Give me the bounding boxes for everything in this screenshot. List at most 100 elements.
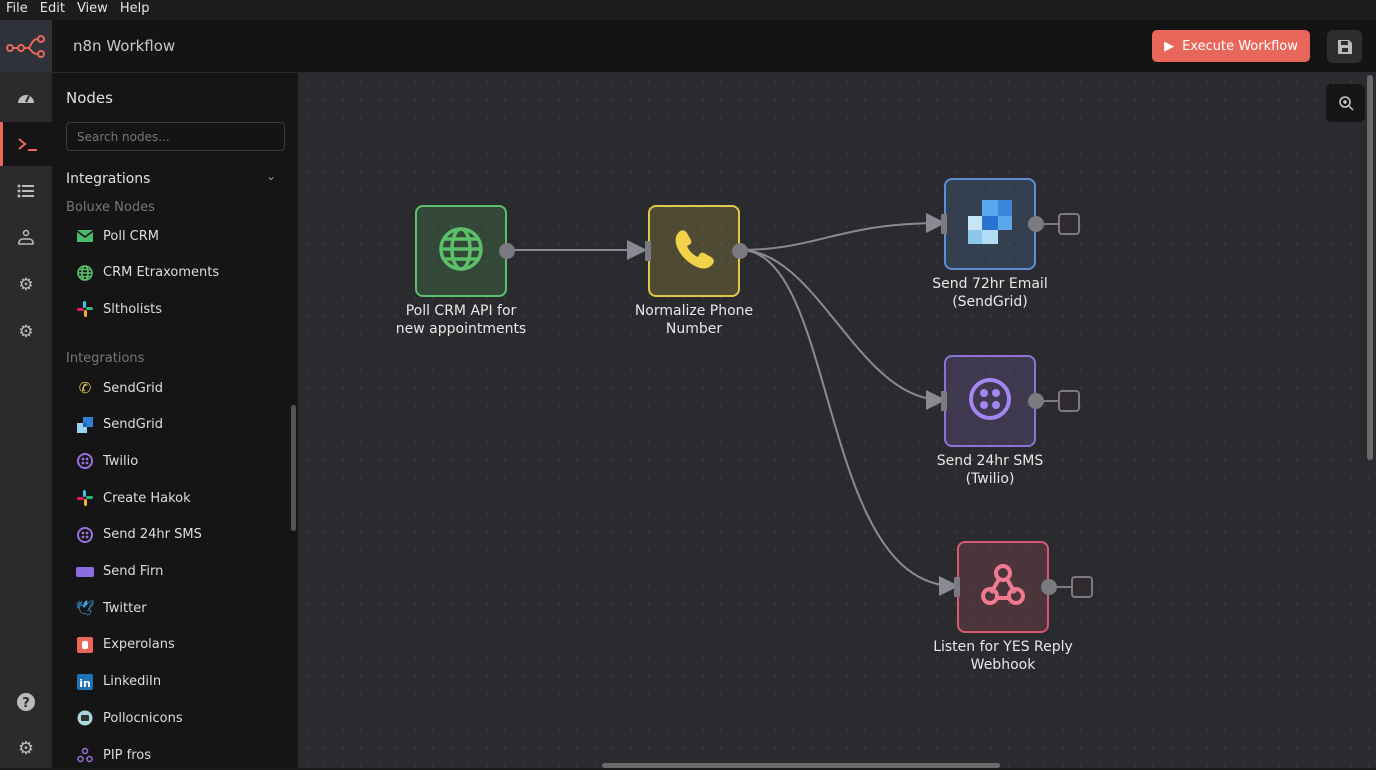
linkedin-icon: in [76,673,94,691]
node-list-label: Twitter [103,600,147,616]
menu-bar: File Edit View Help [0,0,1376,20]
node-list-label: Pollocnicons [103,710,183,726]
input-handle[interactable] [954,577,960,597]
node-list-label: CRM Etraxoments [103,265,220,280]
subsection-label: Integrations [66,351,145,366]
node-list-item[interactable]: Poll CRM [76,222,276,250]
node-label: Send 24hr SMS(Twilio) [936,453,1044,487]
sendgrid-icon [966,198,1014,250]
list-icon[interactable] [0,169,52,213]
menu-file[interactable]: File [6,1,28,16]
twilio-icon [76,452,94,470]
email-icon [76,227,94,245]
node-box[interactable] [415,205,507,297]
node-list-item[interactable]: SendGrid [76,411,276,439]
node-list-item[interactable]: 🕊 Twitter [75,594,276,622]
input-handle[interactable] [645,241,651,261]
node-box[interactable] [648,205,740,297]
node-list-item[interactable]: Pollocnicons [76,704,276,732]
save-button[interactable] [1327,30,1362,63]
execute-workflow-button[interactable]: ▶Execute Workflow [1152,30,1310,62]
settings-bottom-icon[interactable]: ⚙ [17,737,35,759]
input-handle[interactable] [941,214,947,234]
node-box[interactable] [944,178,1036,270]
subsection-label: Boluxe Nodes [66,200,155,215]
node-box[interactable] [944,355,1036,447]
icon-rail: ⚙ ⚙ ? ⚙ [0,20,52,768]
nodes-sidebar: Nodes Integrations ⌄ Boluxe Nodes Poll C… [52,73,298,768]
node-list-item[interactable]: ✆SendGrid [76,374,276,402]
user-cloud-icon[interactable] [0,216,52,260]
node-list-item[interactable]: PIP fros [76,741,276,769]
output-handle[interactable] [1041,579,1057,595]
sendgrid-icon [76,416,94,434]
node-list-item[interactable]: Sltholists [76,295,276,323]
connector-line [1057,586,1071,588]
node-list-label: Sltholists [103,301,163,317]
node-list-label: Create Hakok [103,490,191,506]
canvas-vertical-scrollbar[interactable] [1367,75,1373,460]
sidebar-title: Nodes [66,89,113,107]
node-box[interactable] [957,541,1049,633]
connections [507,213,959,596]
output-handle[interactable] [1028,216,1044,232]
globe-icon [438,226,484,276]
edge-normalize-email [739,213,946,251]
badge-icon [76,563,94,581]
node-list-item[interactable]: Twilio [76,447,276,475]
add-node-button[interactable] [1071,576,1093,598]
add-node-button[interactable] [1058,213,1080,235]
connector-line [1044,400,1058,402]
node-list-item[interactable]: Create Hakok [76,484,276,512]
node-label: Send 72hr Email(SendGrid) [932,276,1048,310]
zoom-in-icon [1338,96,1354,111]
node-list-label: SendGrid [103,417,164,433]
node-list-item[interactable]: Experolans [76,631,276,659]
zoom-button[interactable] [1326,84,1365,122]
node-list-item[interactable]: Send 24hr SMS [76,521,276,549]
menu-view[interactable]: View [76,1,108,16]
output-handle[interactable] [732,243,748,259]
node-list-item[interactable]: Send Firn [76,558,276,586]
menu-edit[interactable]: Edit [39,1,65,16]
twitter-icon: 🕊 [75,599,95,618]
node-list-label: PIP fros [103,747,152,763]
slack-icon [76,300,94,318]
section-integrations[interactable]: Integrations [66,171,151,187]
webhook-icon [76,746,94,764]
node-list-label: Poll CRM [103,228,160,244]
terminal-icon[interactable] [0,122,52,166]
twilio-icon [76,526,94,544]
node-list-label: SendGrid [103,380,164,396]
settings-icon[interactable]: ⚙ [18,322,34,342]
chevron-down-icon[interactable]: ⌄ [266,169,277,183]
globe-icon [76,264,94,282]
node-list-label: Twilio [103,453,139,469]
app-icon [76,636,94,654]
output-handle[interactable] [1028,393,1044,409]
node-list-label: Send Firn [103,564,164,579]
phone-icon [671,226,717,276]
gears-icon[interactable]: ⚙ [18,275,34,295]
node-list-item[interactable]: CRM Etraxoments [76,259,276,287]
n8n-logo[interactable] [0,20,52,72]
output-handle[interactable] [499,243,515,259]
input-handle[interactable] [941,391,947,411]
help-icon[interactable]: ? [0,680,52,724]
node-list-label: Send 24hr SMS [103,527,202,543]
node-list-label: Experolans [103,637,175,653]
svg-text:in: in [79,677,91,690]
slack-icon [76,489,94,507]
add-node-button[interactable] [1058,390,1080,412]
edge-normalize-webhook [739,249,959,596]
menu-help[interactable]: Help [119,1,150,16]
search-nodes-input[interactable] [66,122,285,151]
sidebar-scrollbar[interactable] [291,405,296,531]
canvas-horizontal-scrollbar[interactable] [602,763,1000,768]
robot-icon [76,709,94,727]
dashboard-icon[interactable] [0,75,52,119]
